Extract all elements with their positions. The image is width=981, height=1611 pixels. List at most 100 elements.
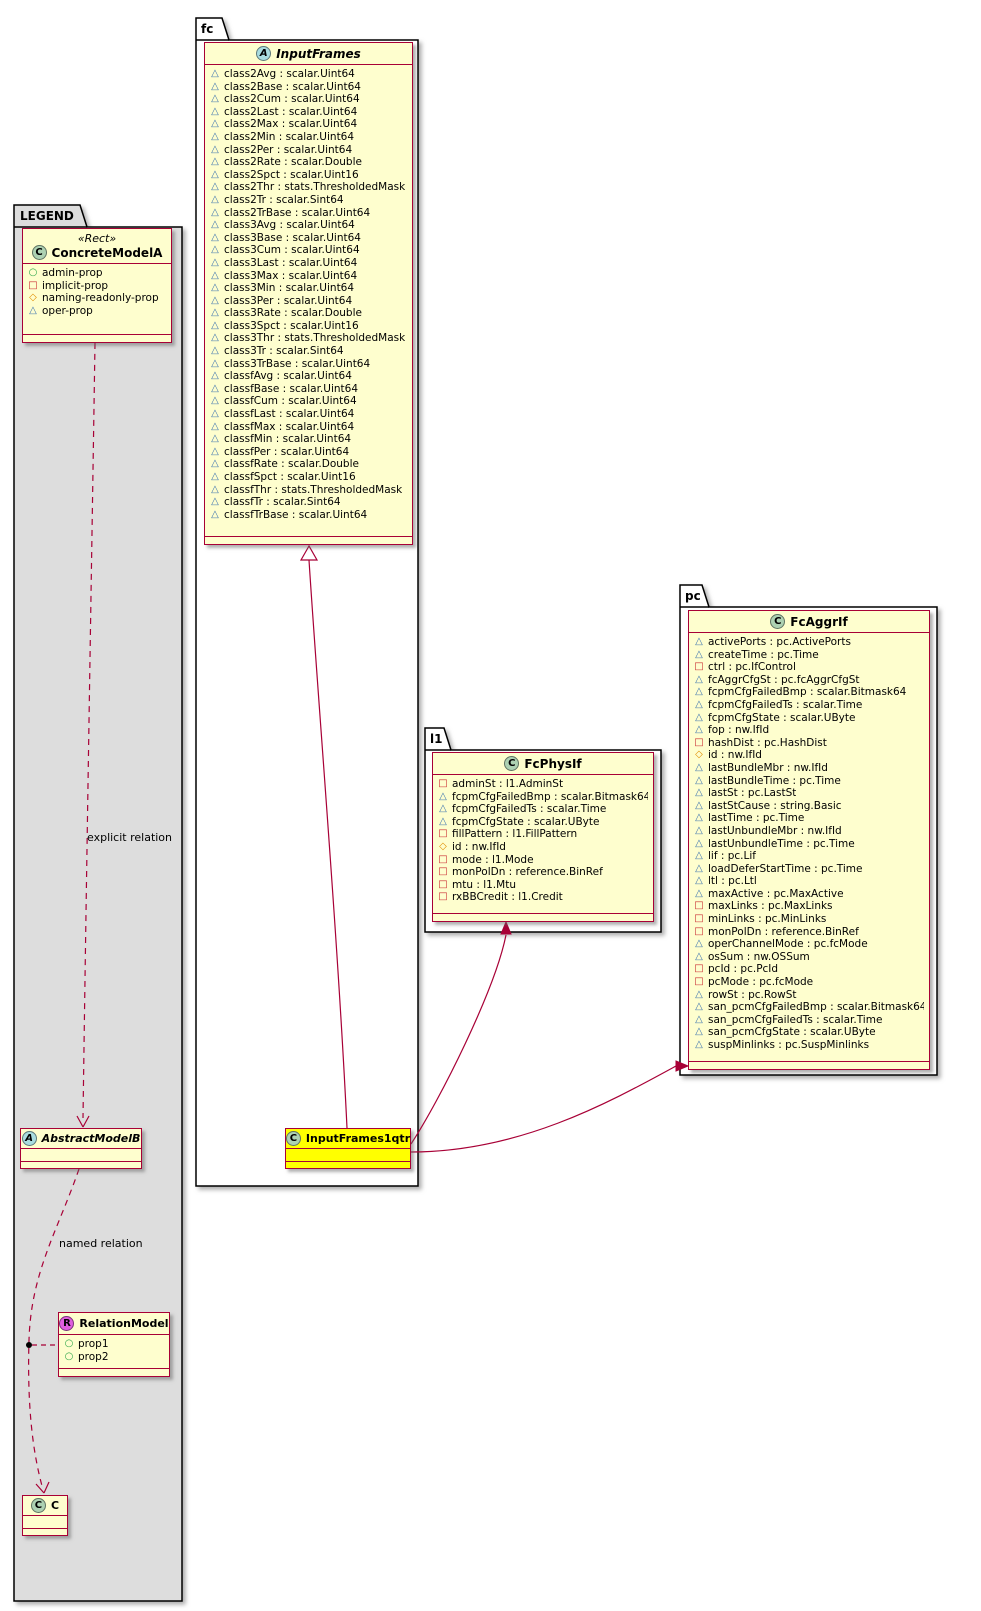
class-attribute-row: □ctrl : pc.IfControl <box>694 661 924 674</box>
attribute-text: classfBase : scalar.Uint64 <box>224 382 358 395</box>
attribute-text: classfAvg : scalar.Uint64 <box>224 370 352 383</box>
package-visibility-icon: △ <box>695 1013 703 1025</box>
class-c: C C <box>22 1495 68 1536</box>
private-visibility-icon: □ <box>694 963 704 975</box>
class-concretemodela: «Rect» C ConcreteModelA ○admin-prop□impl… <box>22 228 172 343</box>
package-visibility-icon: △ <box>211 332 219 344</box>
class-attribute-row: △class2Spct : scalar.Uint16 <box>210 169 407 182</box>
class-attribute-row: △class2Max : scalar.Uint64 <box>210 118 407 131</box>
named-relation-label: named relation <box>59 1237 143 1250</box>
class-inputframes: A InputFrames △class2Avg : scalar.Uint64… <box>204 42 413 545</box>
package-visibility-icon: △ <box>695 698 703 710</box>
public-visibility-icon: ○ <box>64 1338 74 1349</box>
class-attribute-row: □hashDist : pc.HashDist <box>694 737 924 750</box>
attribute-text: monPolDn : reference.BinRef <box>708 925 859 938</box>
class-attribute-row: △classfBase : scalar.Uint64 <box>210 383 407 396</box>
package-visibility-icon: △ <box>29 304 37 316</box>
class-attribute-row: △lastUnbundleTime : pc.Time <box>694 838 924 851</box>
class-header: R RelationModel <box>59 1313 169 1335</box>
attribute-text: admin-prop <box>42 267 103 279</box>
class-relationmodel: R RelationModel ○prop1○prop2 <box>58 1312 170 1377</box>
attribute-text: class3Last : scalar.Uint64 <box>224 256 358 269</box>
class-attribute-row: △classfRate : scalar.Double <box>210 458 407 471</box>
class-stereotype: «Rect» <box>77 232 117 245</box>
class-attribute-row: △san_pcmCfgFailedTs : scalar.Time <box>694 1014 924 1027</box>
class-header: A InputFrames <box>205 43 412 65</box>
package-visibility-icon: △ <box>211 445 219 457</box>
attribute-text: class2Last : scalar.Uint64 <box>224 105 358 118</box>
private-visibility-icon: □ <box>438 853 448 865</box>
package-visibility-icon: △ <box>211 370 219 382</box>
package-visibility-icon: △ <box>695 787 703 799</box>
attribute-text: lastTime : pc.Time <box>708 812 805 825</box>
package-visibility-icon: △ <box>211 181 219 193</box>
package-visibility-icon: △ <box>695 636 703 647</box>
attribute-text: classfSpct : scalar.Uint16 <box>224 471 356 483</box>
class-attribute-row: △ oper-prop <box>28 305 166 318</box>
hollow-triangle-arrowhead <box>299 544 319 561</box>
package-visibility-icon: △ <box>695 850 703 862</box>
attribute-text: class2Spct : scalar.Uint16 <box>224 168 359 181</box>
class-methods-compartment <box>689 1061 929 1069</box>
class-methods-compartment <box>59 1368 169 1376</box>
class-fcphysif: C FcPhysIf □adminSt : l1.AdminSt△fcpmCfg… <box>432 752 654 922</box>
class-attribute-row: △classfCum : scalar.Uint64 <box>210 395 407 408</box>
class-attributes: ○admin-prop□implicit-prop◇naming-readonl… <box>23 264 171 334</box>
class-name: InputFrames1qtr <box>305 1132 411 1145</box>
class-methods-compartment <box>21 1161 141 1168</box>
package-visibility-icon: △ <box>695 862 703 874</box>
attribute-text: oper-prop <box>42 304 93 317</box>
package-visibility-icon: △ <box>695 824 703 836</box>
class-attributes: □adminSt : l1.AdminSt△fcpmCfgFailedBmp :… <box>433 775 653 913</box>
class-attribute-row: □pcMode : pc.fcMode <box>694 976 924 989</box>
attribute-text: naming-readonly-prop <box>42 292 159 305</box>
package-visibility-icon: △ <box>211 408 219 420</box>
package-visibility-icon: △ <box>695 673 703 685</box>
attribute-text: fcpmCfgState : scalar.UByte <box>708 711 856 724</box>
package-visibility-icon: △ <box>695 875 703 887</box>
class-attribute-row: ○admin-prop <box>28 267 166 280</box>
attribute-text: id : nw.IfId <box>452 840 506 853</box>
generalization-edge <box>308 559 348 1129</box>
package-visibility-icon: △ <box>439 815 447 827</box>
attribute-text: san_pcmCfgState : scalar.UByte <box>708 1026 876 1039</box>
package-visibility-icon: △ <box>211 319 219 331</box>
package-visibility-icon: △ <box>695 799 703 811</box>
package-label-l1: l1 <box>430 732 443 746</box>
package-visibility-icon: △ <box>695 761 703 773</box>
class-attribute-row: △class3TrBase : scalar.Uint64 <box>210 358 407 371</box>
attribute-text: classfMax : scalar.Uint64 <box>224 420 355 433</box>
attribute-text: fcpmCfgState : scalar.UByte <box>452 815 600 828</box>
class-header: A AbstractModelB <box>21 1129 141 1149</box>
class-attribute-row: △lastBundleMbr : nw.IfId <box>694 762 924 775</box>
class-name: FcPhysIf <box>524 756 582 771</box>
package-visibility-icon: △ <box>211 395 219 407</box>
class-attribute-row: △class3Spct : scalar.Uint16 <box>210 320 407 333</box>
explicit-relation-label: explicit relation <box>87 831 173 844</box>
package-visibility-icon: △ <box>211 219 219 231</box>
attribute-text: maxActive : pc.MaxActive <box>708 887 844 900</box>
filled-arrowhead <box>675 1060 690 1072</box>
package-visibility-icon: △ <box>211 256 219 268</box>
package-visibility-icon: △ <box>211 345 219 357</box>
class-attribute-row: △activePorts : pc.ActivePorts <box>694 636 924 649</box>
package-visibility-icon: △ <box>695 938 703 950</box>
private-visibility-icon: □ <box>694 661 704 673</box>
association-edge-fcaggrif <box>410 1065 677 1153</box>
attribute-text: pcId : pc.PcId <box>708 963 779 976</box>
class-attribute-row: △fcpmCfgFailedBmp : scalar.Bitmask64 <box>694 686 924 699</box>
package-visibility-icon: △ <box>439 790 447 802</box>
attribute-text: class3Tr : scalar.Sint64 <box>224 345 344 358</box>
attribute-text: class3Cum : scalar.Uint64 <box>224 244 360 257</box>
attribute-text: lastStCause : string.Basic <box>708 799 842 812</box>
class-name: AbstractModelB <box>41 1132 141 1145</box>
class-name: RelationModel <box>79 1317 169 1330</box>
attribute-text: lastUnbundleTime : pc.Time <box>708 837 855 850</box>
private-visibility-icon: □ <box>694 900 704 912</box>
class-attribute-row: △suspMinlinks : pc.SuspMinlinks <box>694 1039 924 1052</box>
package-visibility-icon: △ <box>211 357 219 369</box>
attribute-text: lastBundleTime : pc.Time <box>708 774 841 787</box>
class-attribute-row: △fcAggrCfgSt : pc.fcAggrCfgSt <box>694 674 924 687</box>
class-attributes <box>286 1149 410 1161</box>
attribute-text: classfPer : scalar.Uint64 <box>224 445 350 458</box>
